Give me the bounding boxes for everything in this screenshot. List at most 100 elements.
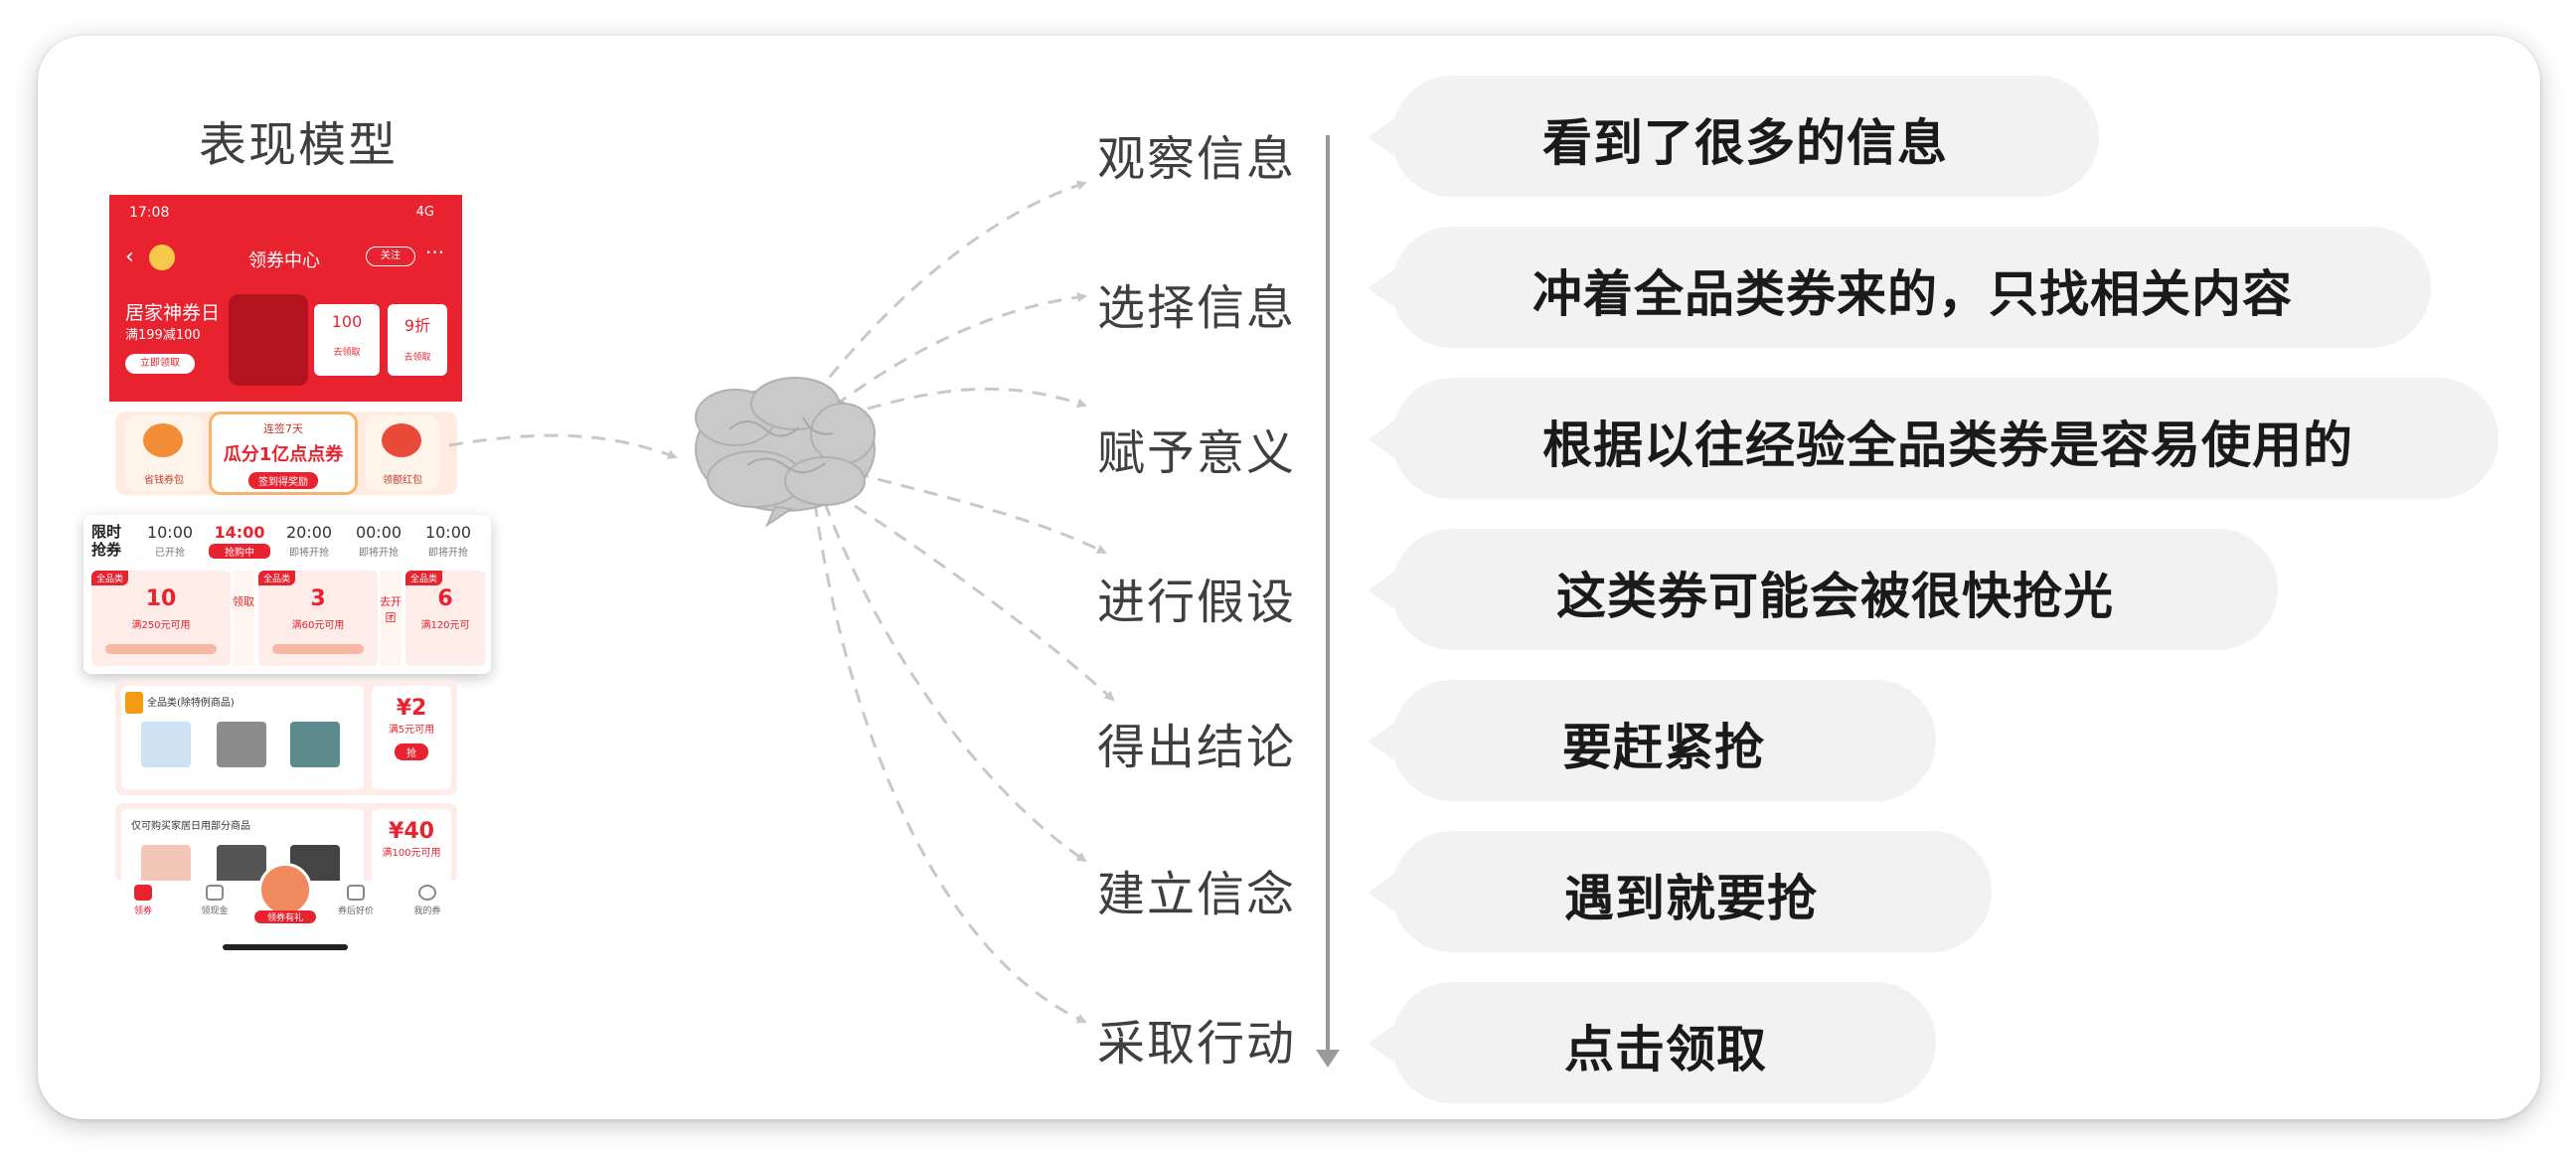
ticket-button[interactable] bbox=[105, 644, 217, 654]
badge-icon bbox=[125, 692, 143, 714]
ticket-value: 6 bbox=[405, 586, 485, 611]
slot-time: 20:00 bbox=[278, 523, 340, 542]
speech-bubble: 根据以往经验全品类券是容易使用的 bbox=[1391, 378, 2498, 499]
ticket-tag: 全品类 bbox=[405, 571, 442, 585]
coupon-value: 9折 bbox=[388, 312, 447, 336]
tab-label: 我的券 bbox=[398, 904, 457, 916]
ticket-condition: 满120元可 bbox=[405, 616, 485, 631]
product-image bbox=[217, 845, 266, 883]
nav-title: 领券中心 bbox=[248, 247, 320, 272]
product-image bbox=[217, 722, 266, 767]
speech-bubble: 要赶紧抢 bbox=[1391, 680, 1936, 801]
price-value: ¥40 bbox=[372, 819, 451, 844]
step-label: 采取行动 bbox=[1097, 1004, 1296, 1073]
red-packet-icon bbox=[382, 423, 421, 457]
flash-sale-panel: 限时抢券 10:00 已开抢 14:00 抢购中 20:00 即将开抢 00:0… bbox=[83, 515, 491, 674]
status-time: 17:08 bbox=[129, 205, 169, 221]
slot-time: 14:00 bbox=[209, 523, 270, 542]
gift-icon bbox=[143, 423, 183, 457]
tab-deals[interactable]: 券后好价 bbox=[326, 885, 386, 916]
step-label: 进行假设 bbox=[1097, 563, 1296, 632]
time-slot[interactable]: 10:00 即将开抢 bbox=[417, 523, 479, 559]
ticket-condition: 满60元可用 bbox=[258, 616, 378, 631]
promo-row: 省钱券包 连签7天 瓜分1亿点点券 签到得奖励 领额红包 bbox=[115, 412, 457, 495]
tab-label: 领现金 bbox=[185, 904, 244, 916]
tab-bar: 领券 领现金 领券有礼 券后好价 我的券 bbox=[109, 881, 462, 928]
back-icon[interactable]: ‹ bbox=[125, 245, 134, 269]
promo-center[interactable]: 连签7天 瓜分1亿点点券 签到得奖励 bbox=[209, 412, 358, 495]
ticket-value: 10 bbox=[91, 586, 231, 611]
step-label: 得出结论 bbox=[1097, 708, 1296, 777]
product-title: 仅可购买家居日用部分商品 bbox=[131, 817, 250, 832]
step-label: 观察信息 bbox=[1097, 119, 1296, 189]
more-icon[interactable]: ··· bbox=[425, 241, 444, 264]
step-label: 建立信念 bbox=[1097, 855, 1296, 924]
bubble-text: 点击领取 bbox=[1564, 1010, 1767, 1081]
coupon-icon bbox=[134, 885, 152, 901]
home-indicator bbox=[223, 944, 348, 950]
slot-status: 即将开抢 bbox=[348, 544, 409, 559]
bubble-text: 要赶紧抢 bbox=[1562, 708, 1765, 779]
center-promo-icon[interactable] bbox=[258, 863, 312, 916]
tab-cash[interactable]: 领现金 bbox=[185, 885, 244, 916]
price-condition: 满100元可用 bbox=[372, 844, 451, 859]
flash-sale-tag: 限时抢券 bbox=[91, 523, 131, 559]
time-slot[interactable]: 20:00 即将开抢 bbox=[278, 523, 340, 559]
promo-left-label: 省钱券包 bbox=[125, 471, 203, 486]
bubble-text: 冲着全品类券来的，只找相关内容 bbox=[1532, 254, 2293, 326]
coupon-ticket[interactable]: 全品类 6 满120元可 bbox=[405, 571, 485, 666]
slot-time: 10:00 bbox=[417, 523, 479, 542]
grab-button[interactable]: 抢 bbox=[395, 743, 428, 760]
timeline-arrow-icon bbox=[1316, 1050, 1340, 1068]
speech-bubble: 点击领取 bbox=[1391, 982, 1936, 1103]
product-image bbox=[141, 722, 191, 767]
coupon-claim-button[interactable]: 去领取 bbox=[314, 345, 380, 358]
tab-my-coupons[interactable]: 我的券 bbox=[398, 885, 457, 916]
product-coupon-card: 全品类(除特例商品) ¥2 满5元可用 抢 bbox=[115, 680, 457, 795]
coupon-card[interactable]: 100 去领取 bbox=[314, 304, 380, 376]
tab-coupons[interactable]: 领券 bbox=[113, 885, 173, 916]
slot-status: 已开抢 bbox=[139, 544, 201, 559]
promo-center-button[interactable]: 签到得奖励 bbox=[248, 472, 318, 489]
coupon-value: 100 bbox=[314, 312, 380, 331]
ticket-button[interactable] bbox=[272, 644, 364, 654]
promo-right[interactable]: 领额红包 bbox=[366, 415, 439, 491]
follow-button[interactable]: 关注 bbox=[366, 247, 415, 266]
time-slot[interactable]: 00:00 即将开抢 bbox=[348, 523, 409, 559]
product-panel[interactable]: 全品类(除特例商品) bbox=[121, 686, 364, 789]
product-title: 全品类(除特例商品) bbox=[147, 694, 235, 709]
bubble-text: 根据以往经验全品类券是容易使用的 bbox=[1542, 406, 2353, 477]
price-panel[interactable]: ¥2 满5元可用 抢 bbox=[372, 686, 451, 789]
claim-button[interactable]: 领取 bbox=[233, 571, 254, 666]
promo-center-line2: 瓜分1亿点点券 bbox=[212, 440, 355, 466]
tab-label: 券后好价 bbox=[326, 904, 386, 916]
promo-right-label: 领额红包 bbox=[366, 471, 439, 486]
banner-title: 居家神券日 bbox=[125, 298, 220, 325]
bubble-text: 看到了很多的信息 bbox=[1542, 103, 1948, 175]
price-condition: 满5元可用 bbox=[372, 721, 451, 736]
bubble-text: 遇到就要抢 bbox=[1564, 859, 1818, 930]
app-header: 17:08 4G ‹ 领券中心 关注 ··· 居家神券日 满199减100 立即… bbox=[109, 195, 462, 402]
slot-time: 10:00 bbox=[139, 523, 201, 542]
tab-label: 领券 bbox=[113, 904, 173, 916]
user-icon bbox=[418, 885, 436, 901]
coupon-ticket[interactable]: 全品类 3 满60元可用 bbox=[258, 571, 378, 666]
product-image bbox=[290, 722, 340, 767]
coupon-ticket[interactable]: 全品类 10 满250元可用 bbox=[91, 571, 231, 666]
time-slot[interactable]: 14:00 抢购中 bbox=[209, 523, 270, 559]
ticket-value: 3 bbox=[258, 586, 378, 611]
time-slot[interactable]: 10:00 已开抢 bbox=[139, 523, 201, 559]
slot-time: 00:00 bbox=[348, 523, 409, 542]
product-panel[interactable]: 仅可购买家居日用部分商品 bbox=[121, 809, 364, 883]
coupon-claim-button[interactable]: 去领取 bbox=[388, 350, 447, 363]
center-promo-label[interactable]: 领券有礼 bbox=[254, 910, 316, 923]
speech-bubble: 看到了很多的信息 bbox=[1391, 76, 2099, 197]
promo-left[interactable]: 省钱券包 bbox=[125, 415, 203, 491]
slot-status: 即将开抢 bbox=[278, 544, 340, 559]
coupon-card[interactable]: 9折 去领取 bbox=[388, 304, 447, 376]
banner-button[interactable]: 立即领取 bbox=[125, 354, 195, 374]
price-panel[interactable]: ¥40 满100元可用 bbox=[372, 809, 451, 883]
slot-status: 即将开抢 bbox=[417, 544, 479, 559]
speech-bubble: 这类券可能会被很快抢光 bbox=[1391, 529, 2278, 650]
group-buy-button[interactable]: 去开团 bbox=[380, 571, 402, 666]
